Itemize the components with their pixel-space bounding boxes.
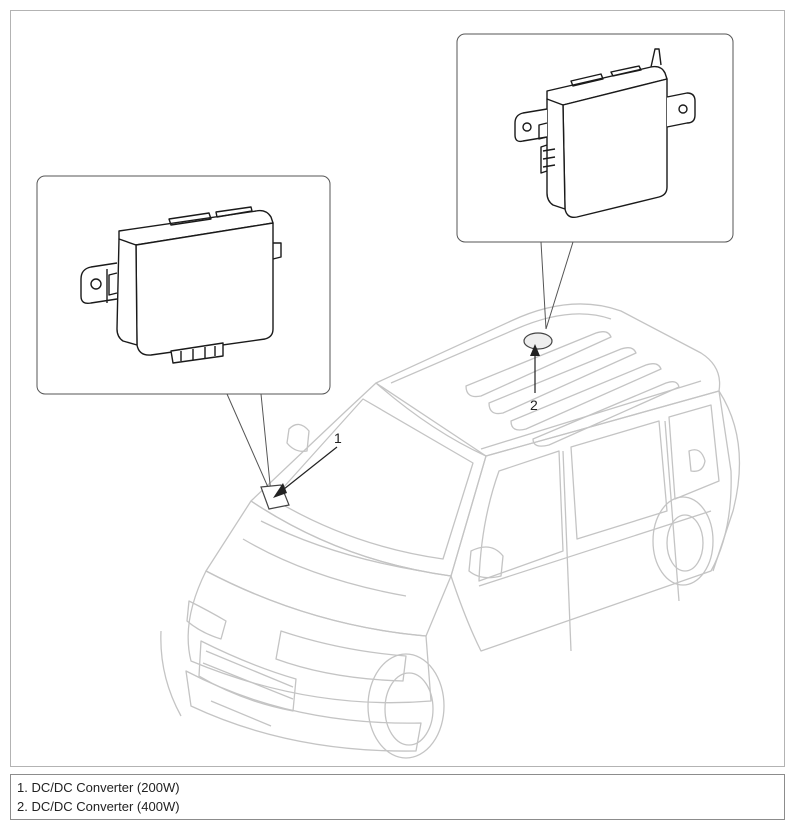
diagram-svg: 1 2 <box>36 33 741 759</box>
vehicle-outline <box>160 303 741 759</box>
converter-200w-part <box>80 206 282 364</box>
callout-label-2: 2 <box>530 397 538 413</box>
figure-frame: 1 2 <box>10 10 785 767</box>
legend-item-1: 1. DC/DC Converter (200W) <box>17 780 180 795</box>
legend-item-2: 2. DC/DC Converter (400W) <box>17 799 180 814</box>
locator-200w <box>260 446 338 510</box>
legend-box: 1. DC/DC Converter (200W) 2. DC/DC Conve… <box>10 774 785 820</box>
callout-label-1: 1 <box>334 430 342 446</box>
converter-400w-part <box>514 48 696 219</box>
locator-400w <box>523 332 553 393</box>
